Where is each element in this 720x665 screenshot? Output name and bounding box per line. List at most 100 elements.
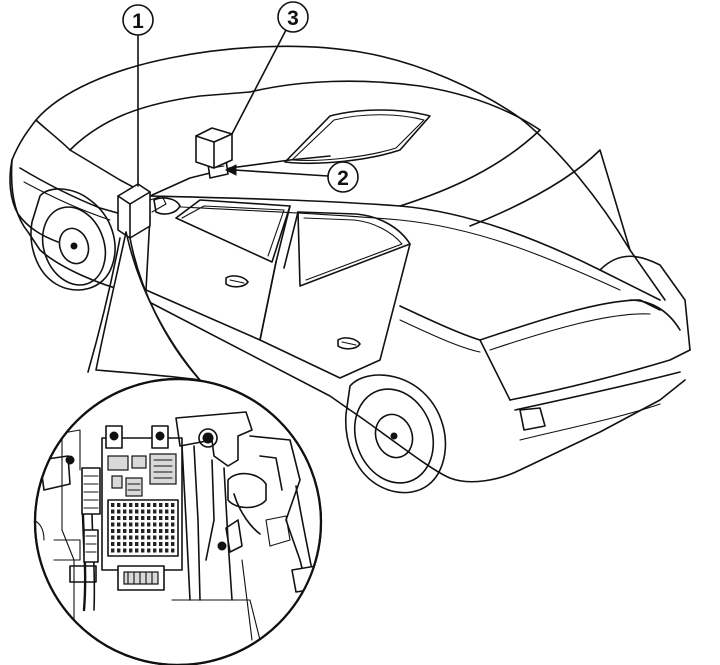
- fuse-slot: [171, 503, 175, 507]
- fuse-slot: [159, 529, 163, 533]
- fuse-slot: [135, 503, 139, 507]
- fuse-slot: [135, 509, 139, 514]
- fuse-slot: [129, 548, 133, 553]
- fuse-slot: [159, 503, 163, 507]
- fuse-slot: [129, 503, 133, 507]
- fuse-grid: [111, 503, 175, 553]
- fuse-slot: [117, 542, 121, 546]
- fuse-slot: [147, 542, 151, 546]
- callout-2: 2: [327, 161, 359, 193]
- fuse-slot: [147, 509, 151, 514]
- fuse-slot: [141, 548, 145, 553]
- fuse-slot: [135, 542, 139, 546]
- fuse-slot: [129, 529, 133, 533]
- fuse-slot: [111, 509, 115, 514]
- fuse-slot: [117, 516, 121, 520]
- fuse-slot: [171, 522, 175, 527]
- fuse-slot: [165, 548, 169, 553]
- fuse-slot: [159, 535, 163, 540]
- fuse-slot: [135, 535, 139, 540]
- fuse-slot: [117, 529, 121, 533]
- fuse-slot: [159, 522, 163, 527]
- fuse-slot: [147, 535, 151, 540]
- fuse-slot: [171, 542, 175, 546]
- fuse-slot: [129, 516, 133, 520]
- fuse-slot: [147, 529, 151, 533]
- fuse-slot: [165, 542, 169, 546]
- fuse-slot: [165, 535, 169, 540]
- fuse-slot: [159, 509, 163, 514]
- detail-magnifier-pointer: [87, 231, 201, 381]
- fuse-slot: [171, 529, 175, 533]
- callout-1: 1: [122, 4, 154, 36]
- fuse-slot: [159, 542, 163, 546]
- fuse-slot: [123, 548, 127, 553]
- fuse-slot: [123, 509, 127, 514]
- detail-inset: [33, 377, 323, 665]
- fuse-slot: [141, 529, 145, 533]
- fuse-slot: [117, 509, 121, 514]
- fuse-slot: [111, 535, 115, 540]
- fuse-slot: [111, 516, 115, 520]
- fuse-slot: [165, 503, 169, 507]
- fuse-slot: [123, 529, 127, 533]
- fuse-slot: [153, 542, 157, 546]
- fuse-slot: [147, 516, 151, 520]
- fuse-slot: [165, 516, 169, 520]
- component-3-module: [195, 127, 233, 169]
- fuse-slot: [111, 548, 115, 553]
- fuse-slot: [147, 503, 151, 507]
- callout-3: 3: [277, 1, 309, 33]
- fuse-slot: [153, 522, 157, 527]
- fuse-slot: [153, 516, 157, 520]
- doors-and-windows: [145, 197, 411, 379]
- rear-wheel: [344, 374, 447, 494]
- fuse-slot: [135, 548, 139, 553]
- fuse-slot: [171, 548, 175, 553]
- front-wheel: [30, 188, 116, 291]
- callout-3-label: 3: [287, 7, 299, 30]
- fuse-slot: [129, 542, 133, 546]
- fuse-slot: [171, 509, 175, 514]
- fuse-slot: [117, 522, 121, 527]
- fuse-slot: [117, 535, 121, 540]
- fuse-slot: [141, 516, 145, 520]
- fuse-slot: [117, 503, 121, 507]
- fuse-slot: [123, 516, 127, 520]
- fuse-slot: [165, 522, 169, 527]
- callout-leaders: [137, 29, 329, 187]
- fuse-slot: [159, 516, 163, 520]
- fuse-slot: [135, 516, 139, 520]
- fuse-slot: [111, 529, 115, 533]
- fuse-slot: [123, 542, 127, 546]
- fuse-slot: [123, 535, 127, 540]
- fuse-slot: [153, 548, 157, 553]
- fuse-slot: [147, 522, 151, 527]
- fuse-slot: [171, 535, 175, 540]
- fuse-slot: [153, 509, 157, 514]
- fuse-slot: [135, 522, 139, 527]
- fuse-slot: [141, 535, 145, 540]
- callout-2-label: 2: [337, 167, 349, 190]
- fuse-slot: [159, 548, 163, 553]
- fuse-slot: [141, 509, 145, 514]
- fuse-slot: [129, 535, 133, 540]
- fuse-slot: [111, 503, 115, 507]
- fuse-slot: [165, 509, 169, 514]
- fuse-slot: [129, 522, 133, 527]
- fuse-slot: [141, 503, 145, 507]
- fuse-slot: [111, 542, 115, 546]
- fuse-slot: [153, 535, 157, 540]
- fuse-slot: [153, 503, 157, 507]
- fuse-slot: [141, 542, 145, 546]
- junction-block: [101, 425, 183, 591]
- fuse-slot: [153, 529, 157, 533]
- fuse-slot: [165, 529, 169, 533]
- fuse-slot: [117, 548, 121, 553]
- fuse-slot: [147, 548, 151, 553]
- fuse-slot: [135, 529, 139, 533]
- fuse-slot: [171, 516, 175, 520]
- fuse-slot: [129, 509, 133, 514]
